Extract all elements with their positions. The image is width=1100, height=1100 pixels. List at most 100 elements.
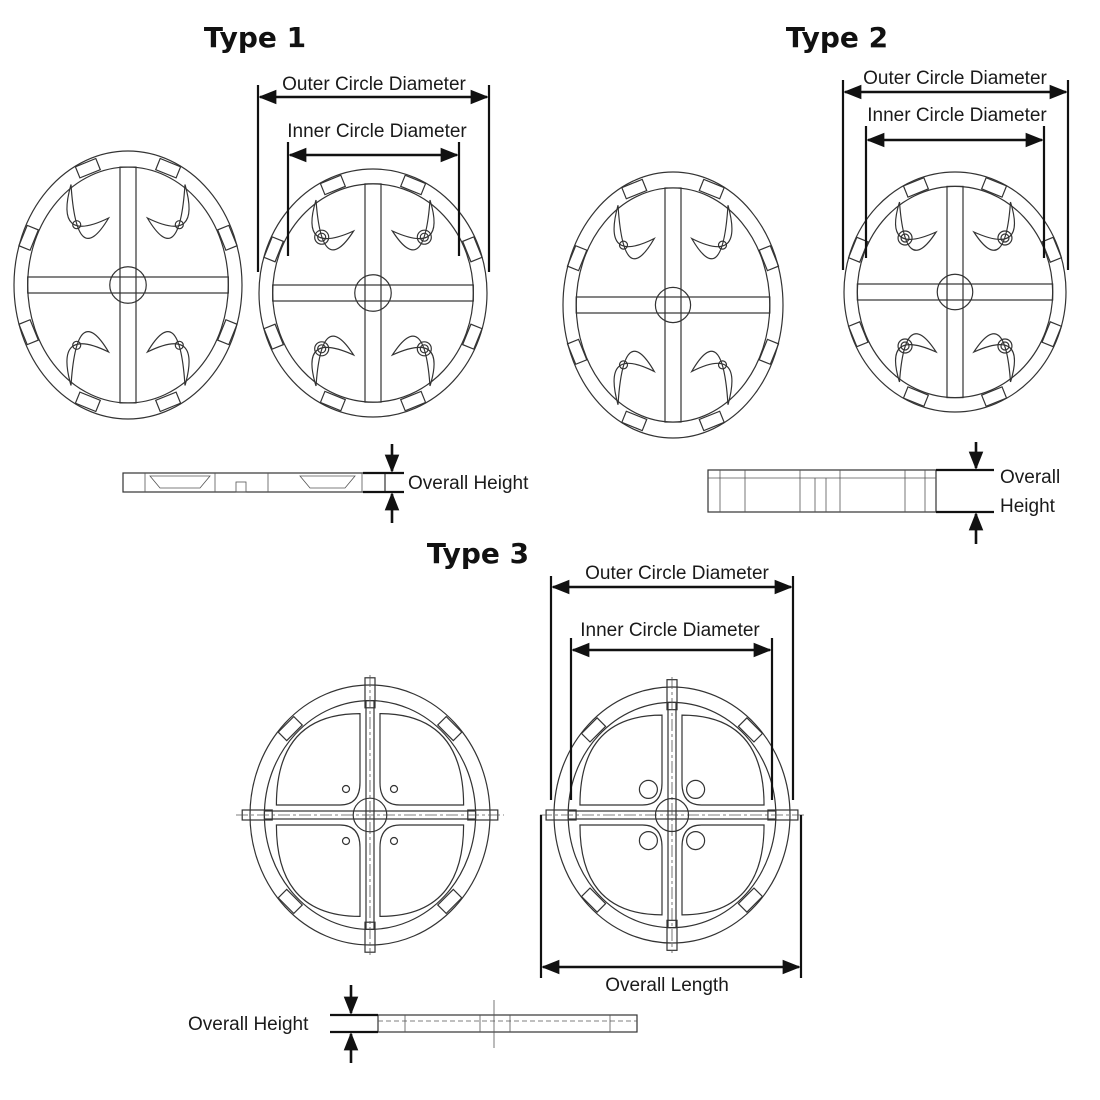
bolt-hole bbox=[900, 341, 910, 351]
center-hub bbox=[654, 797, 690, 833]
type-1-side-view bbox=[122, 472, 386, 493]
quadrant-cutout bbox=[681, 714, 765, 806]
type-2-height-label-line1: Overall bbox=[1000, 467, 1060, 488]
locating-tab bbox=[847, 236, 869, 263]
bolt-hole-counterbore bbox=[997, 338, 1013, 354]
bolt-hole bbox=[1000, 233, 1010, 243]
bolt-hole bbox=[389, 784, 399, 794]
petal-cutout bbox=[690, 350, 733, 405]
locating-tab bbox=[319, 174, 347, 196]
type-2-assembled-view bbox=[843, 171, 1067, 413]
locating-tab bbox=[154, 157, 182, 179]
type-1-outer-label: Outer Circle Diameter bbox=[282, 74, 466, 95]
type-2-height-label-line2: Height bbox=[1000, 496, 1056, 517]
type-3-inner-label: Inner Circle Diameter bbox=[580, 620, 760, 641]
bolt-hole bbox=[717, 240, 728, 250]
quadrant-cutout bbox=[379, 712, 465, 806]
inner-rim bbox=[575, 187, 771, 423]
inner-rim bbox=[856, 185, 1054, 399]
bolt-hole bbox=[1000, 341, 1010, 351]
bolt-hole bbox=[174, 220, 184, 230]
locating-tab bbox=[758, 338, 780, 366]
petal-cutout bbox=[690, 205, 733, 260]
type-1-section: Type 1 Outer Circle Diameter Inner Circl… bbox=[13, 21, 529, 523]
locating-tab bbox=[263, 236, 285, 263]
bolt-hole-counterbore bbox=[416, 229, 432, 245]
locating-tab bbox=[580, 887, 607, 913]
locating-tab bbox=[980, 176, 1008, 198]
locating-tab bbox=[621, 178, 648, 200]
center-hub bbox=[654, 286, 692, 324]
bolt-hole bbox=[685, 779, 706, 800]
locating-tab bbox=[399, 390, 427, 412]
type-3-assembled-view bbox=[540, 677, 804, 953]
outer-rim bbox=[258, 168, 488, 418]
outer-rim bbox=[562, 171, 784, 439]
outer-rim bbox=[13, 150, 243, 420]
locating-tab bbox=[737, 887, 764, 913]
bolt-hole bbox=[419, 232, 429, 242]
petal-cutout bbox=[145, 331, 190, 386]
type-2-section: Type 2 Outer Circle Diameter Inner Circl… bbox=[562, 21, 1070, 544]
quadrant-cutout bbox=[379, 824, 465, 918]
petal-cutout bbox=[311, 199, 356, 251]
bolt-hole bbox=[317, 344, 327, 354]
quadrant-cutout bbox=[579, 714, 663, 806]
bolt-hole bbox=[341, 836, 351, 846]
type-1-top-view bbox=[13, 150, 243, 420]
bolt-hole bbox=[389, 836, 399, 846]
bolt-hole bbox=[174, 340, 184, 350]
type-3-title: Type 3 bbox=[427, 537, 529, 570]
locating-tab bbox=[758, 244, 780, 272]
locating-tab bbox=[847, 321, 869, 348]
locating-tab bbox=[154, 391, 182, 413]
bolt-hole bbox=[685, 830, 706, 851]
bolt-hole bbox=[341, 784, 351, 794]
locating-tab bbox=[18, 224, 40, 252]
locating-tab bbox=[737, 717, 764, 743]
horizontal-rib bbox=[575, 296, 771, 314]
locating-tab bbox=[461, 236, 483, 263]
locating-tab bbox=[319, 390, 347, 412]
type-3-top-view bbox=[236, 675, 504, 955]
bolt-hole bbox=[618, 240, 629, 250]
bolt-hole bbox=[638, 779, 659, 800]
locating-tab bbox=[216, 224, 238, 252]
petal-cutout bbox=[972, 201, 1015, 251]
type-2-side-view bbox=[707, 469, 937, 513]
bolt-hole-counterbore bbox=[897, 338, 913, 354]
quadrant-cutout bbox=[579, 824, 663, 916]
locating-tab bbox=[216, 318, 238, 346]
locating-tab bbox=[621, 410, 648, 432]
bolt-hole-counterbore bbox=[897, 230, 913, 246]
locating-tab bbox=[74, 157, 102, 179]
locating-tab bbox=[698, 178, 725, 200]
locating-tab bbox=[399, 174, 427, 196]
locating-tab bbox=[436, 888, 463, 915]
horizontal-rib bbox=[272, 284, 474, 302]
locating-tab bbox=[436, 715, 463, 742]
horizontal-rib bbox=[27, 276, 229, 294]
petal-cutout bbox=[613, 205, 656, 260]
quadrant-cutout bbox=[275, 712, 361, 806]
bolt-hole bbox=[900, 233, 910, 243]
locating-tab bbox=[902, 386, 930, 408]
center-hub bbox=[936, 273, 974, 311]
vertical-rib bbox=[119, 166, 137, 404]
center-hub bbox=[109, 266, 147, 304]
type-2-outer-label: Outer Circle Diameter bbox=[863, 68, 1047, 89]
locating-tab bbox=[698, 410, 725, 432]
locating-tab bbox=[74, 391, 102, 413]
locating-tab bbox=[980, 386, 1008, 408]
locating-tab bbox=[263, 323, 285, 350]
locating-tab bbox=[1041, 236, 1063, 263]
petal-cutout bbox=[613, 350, 656, 405]
bolt-hole bbox=[618, 360, 629, 370]
quadrant-cutout bbox=[275, 824, 361, 918]
bolt-hole-counterbore bbox=[314, 229, 330, 245]
type-1-inner-label: Inner Circle Diameter bbox=[287, 121, 467, 142]
inner-rim bbox=[272, 183, 474, 403]
petal-cutout bbox=[390, 335, 435, 387]
petal-cutout bbox=[972, 333, 1015, 383]
bolt-hole-counterbore bbox=[314, 341, 330, 357]
